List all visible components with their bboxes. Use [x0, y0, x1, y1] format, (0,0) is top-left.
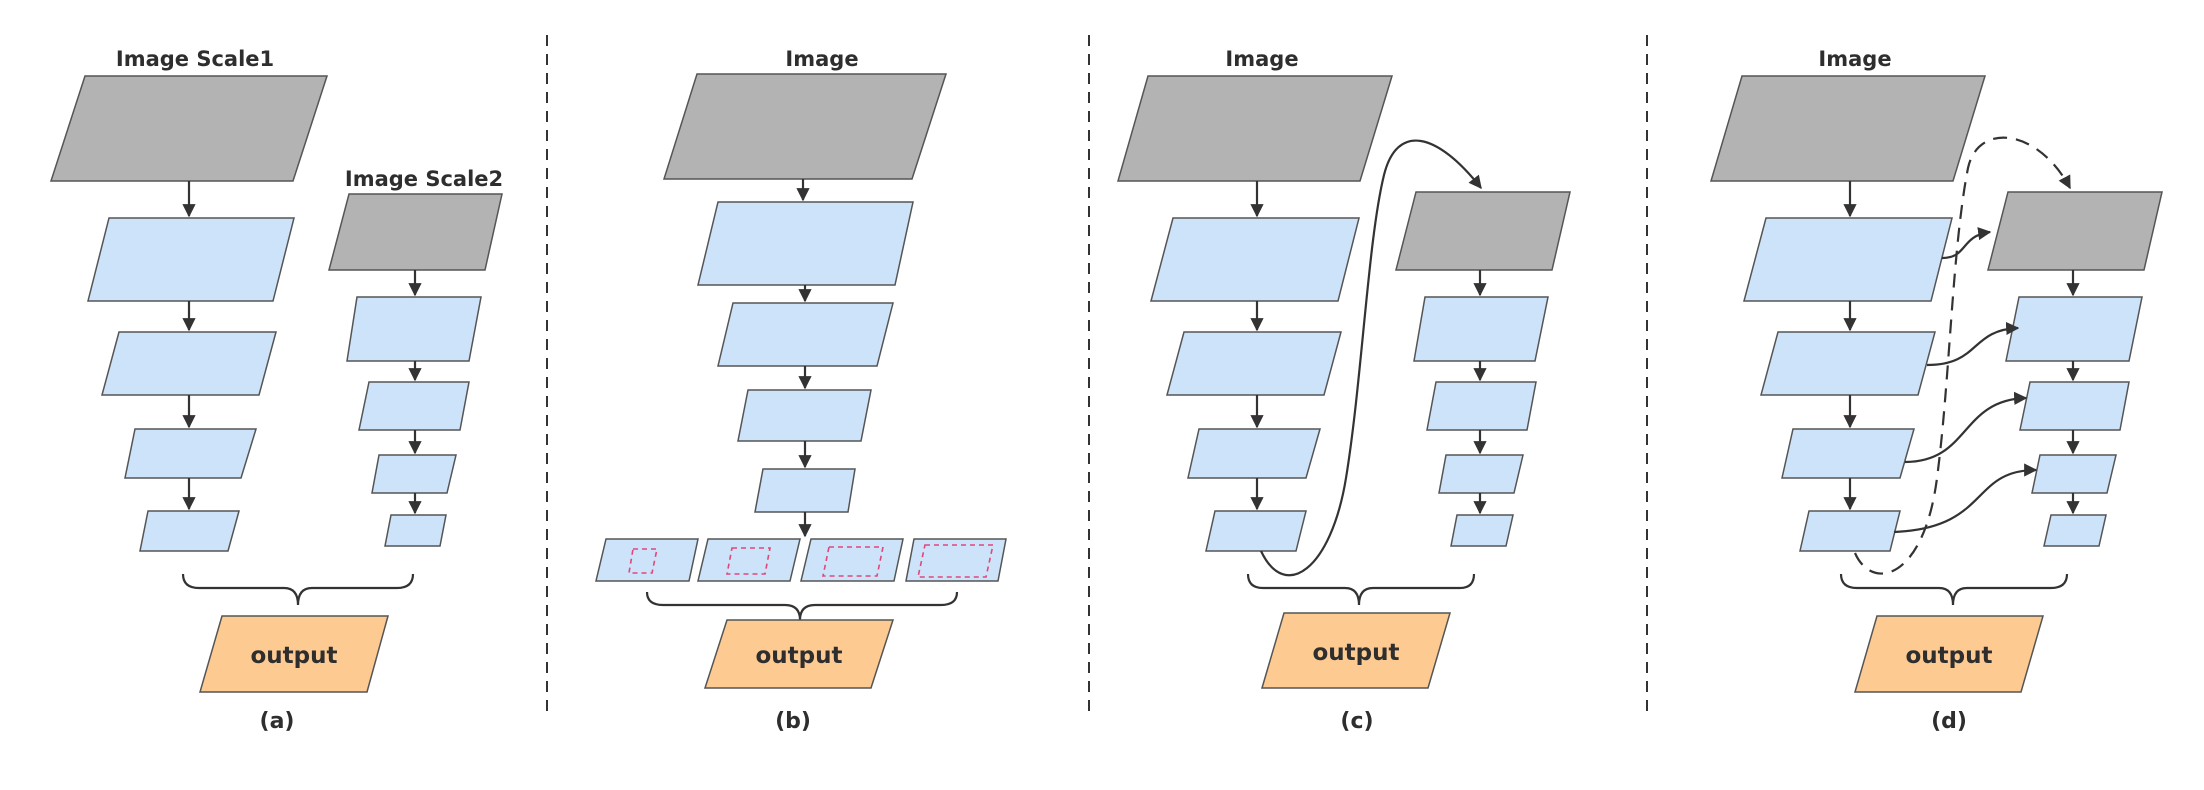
- panel-a-brace: [181, 573, 415, 606]
- panel-d-label-image: Image: [1818, 47, 1891, 71]
- panel-d-image: [1709, 75, 1987, 182]
- panel-b-anchor-2: [726, 547, 771, 575]
- panel-a: Image Scale1 Image Scale2 output (a): [49, 47, 503, 734]
- panel-b: Image output (b): [595, 47, 1007, 734]
- panel-a-image-scale2: [328, 193, 503, 271]
- panel-d-output-box: [1854, 615, 2044, 693]
- panel-b-feature-3: [737, 389, 872, 442]
- panel-d-lateral-3: [1904, 391, 2028, 464]
- panel-a-caption: (a): [260, 709, 295, 734]
- panel-d-feature-3: [1781, 428, 1915, 479]
- panel-c-feature-4: [1205, 510, 1307, 552]
- panel-c-brace: [1246, 573, 1476, 606]
- panel-a-image-scale1: [49, 75, 329, 182]
- panel-a-output-label: output: [250, 643, 337, 669]
- panel-a-label-scale1: Image Scale1: [116, 47, 274, 71]
- panel-b-feature-1: [697, 201, 914, 286]
- panel-b-feature-2: [717, 302, 894, 367]
- panel-b-image: [662, 73, 948, 180]
- panel-c-s2-feature-2: [1426, 381, 1537, 431]
- panel-c-connection: [1260, 139, 1482, 577]
- panel-a-feature-3: [124, 428, 258, 479]
- panel-c-output-label: output: [1312, 640, 1399, 666]
- panel-a-feature-4: [139, 510, 240, 552]
- panel-c-feature-1: [1150, 217, 1360, 302]
- panel-c-s2-feature-1: [1413, 296, 1549, 362]
- panel-d-lateral-4: [1893, 463, 2038, 534]
- panel-c: Image output (c): [1117, 47, 1571, 734]
- panel-d-s2-feature-3: [2031, 454, 2117, 494]
- panel-d-brace: [1839, 573, 2069, 606]
- panel-a-s2-feature-1: [346, 296, 482, 362]
- panel-d-output-label: output: [1905, 643, 1992, 669]
- panel-d-lateral-1: [1941, 227, 1992, 260]
- panel-c-output-box: [1260, 612, 1452, 689]
- panel-b-label-image: Image: [785, 47, 858, 71]
- panel-a-label-scale2: Image Scale2: [345, 167, 503, 191]
- panel-a-s2-feature-2: [358, 381, 470, 431]
- panel-c-caption: (c): [1340, 709, 1373, 734]
- panel-b-prediction-4: [905, 538, 1007, 582]
- panel-d-image-2: [1987, 191, 2163, 271]
- panel-b-prediction-2: [697, 538, 801, 582]
- panel-d-feature-2: [1760, 331, 1936, 396]
- panel-a-s2-feature-4: [384, 514, 447, 547]
- panel-d-s2-feature-2: [2019, 381, 2130, 431]
- panel-a-output-box: [199, 615, 389, 693]
- panel-d-feature-4: [1799, 510, 1901, 552]
- panel-c-image-2: [1395, 191, 1571, 271]
- panel-a-feature-2: [101, 331, 277, 396]
- panel-c-feature-2: [1166, 331, 1342, 396]
- panel-a-feature-1: [87, 217, 295, 302]
- panel-c-feature-3: [1187, 428, 1321, 479]
- panel-b-caption: (b): [775, 709, 811, 734]
- panel-b-prediction-1: [595, 538, 699, 582]
- panel-b-output-label: output: [755, 643, 842, 669]
- panel-a-s2-feature-3: [371, 454, 457, 494]
- panel-d-s2-feature-1: [2005, 296, 2143, 362]
- panel-d: Image output (d): [1709, 47, 2163, 734]
- panel-c-label-image: Image: [1225, 47, 1298, 71]
- panel-d-feature-1: [1743, 217, 1953, 302]
- panel-d-caption: (d): [1931, 709, 1967, 734]
- panel-b-prediction-3: [800, 538, 904, 582]
- panel-c-image: [1117, 75, 1394, 182]
- panel-c-s2-feature-3: [1438, 454, 1524, 494]
- panel-c-s2-feature-4: [1450, 514, 1514, 547]
- panel-d-dashed-connection: [1853, 136, 2071, 575]
- panel-b-feature-4: [754, 468, 856, 513]
- panel-d-s2-feature-4: [2043, 514, 2107, 547]
- panel-b-brace: [645, 591, 959, 621]
- panel-b-output-box: [703, 619, 895, 689]
- panel-b-anchor-3: [822, 546, 884, 577]
- panel-d-lateral-2: [1926, 321, 2020, 367]
- panel-b-anchor-1: [628, 548, 658, 574]
- panel-b-anchor-4: [917, 544, 994, 578]
